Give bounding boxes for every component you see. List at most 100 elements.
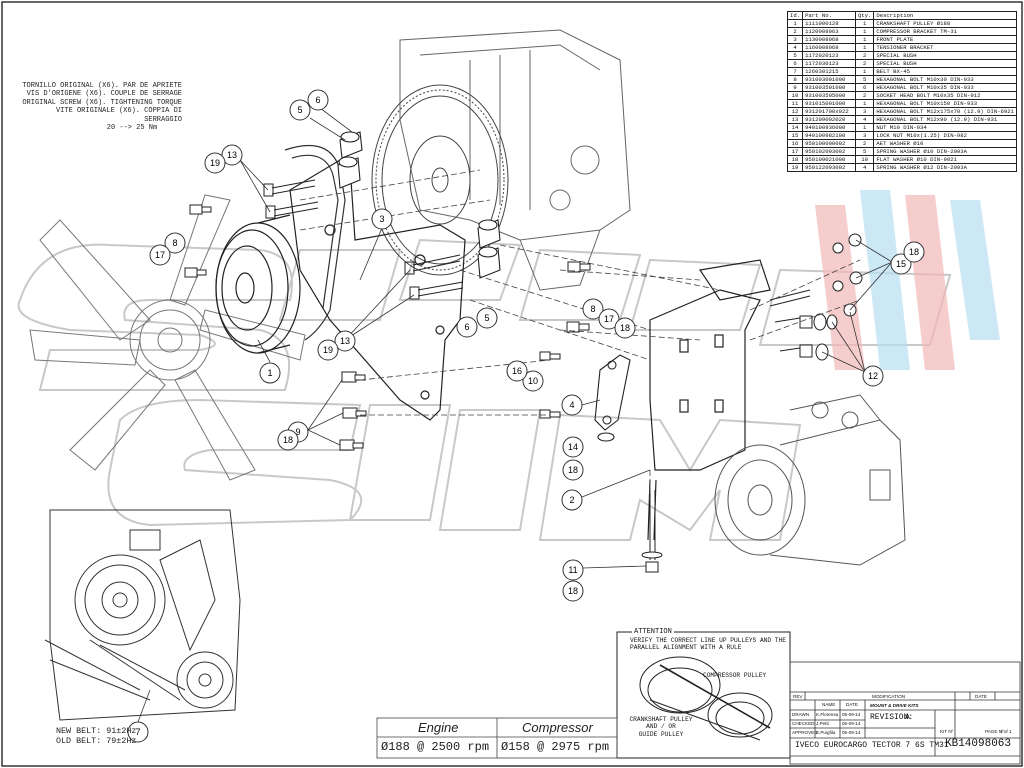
table-cell: 1: [854, 43, 875, 52]
table-cell: FRONT PLATE: [873, 35, 1017, 44]
table-cell: NUT M10 DIN-934: [873, 123, 1017, 132]
callout-14: 14: [562, 436, 584, 458]
table-cell: 17: [786, 147, 804, 156]
table-cell: HEXAGONAL BOLT M12x90 (12.9) DIN-931: [873, 115, 1017, 124]
table-cell: 18: [786, 155, 804, 164]
tb-drawn: DRAWN: [792, 712, 810, 717]
parts-table-header: Id. Part No. Qty. Description: [786, 11, 1017, 20]
table-cell: HEXAGONAL BOLT M10x150 DIN-933: [873, 99, 1017, 108]
table-cell: 2: [854, 59, 875, 68]
torque-note: TORNILLO ORIGINAL (X6). PAR DE APRIETE V…: [22, 82, 182, 133]
tb-drawn-date: 05-09-14: [842, 712, 861, 717]
cooling-fan: [29, 194, 306, 481]
tb-kit-label: KIT Nº: [940, 729, 954, 734]
table-cell: 4: [786, 43, 804, 52]
callout-15: 15: [849, 239, 912, 311]
callout-3: 3: [359, 208, 393, 281]
table-cell: 1: [854, 35, 875, 44]
table-cell: SOCKET HEAD BOLT M10x35 DIN-912: [873, 91, 1017, 100]
crankshaft-pulley-label: CRANKSHAFT PULLEY AND / OR GUIDE PULLEY: [629, 716, 693, 738]
callout-1-label: 1: [267, 368, 272, 378]
svg-text:18: 18: [568, 465, 578, 475]
table-cell: TENSIONER BRACKET: [873, 43, 1017, 52]
table-cell: 1130008068: [802, 35, 856, 44]
tb-vehicle: IVECO EUROCARGO TECTOR 7 6S TM31: [795, 741, 949, 750]
crankshaft-damper: [371, 84, 509, 276]
callout-17: 17 17: [149, 244, 620, 330]
table-cell: 1172030123: [802, 59, 856, 68]
watermark-color-bars: [815, 190, 1000, 370]
inset-front-view: [44, 509, 241, 721]
table-cell: 12: [786, 107, 804, 116]
attention-sketch: [616, 631, 791, 759]
svg-text:18: 18: [909, 247, 919, 257]
table-cell: 931209002020: [802, 115, 856, 124]
svg-text:16: 16: [512, 366, 522, 376]
engine-block: [399, 29, 631, 291]
table-cell: 2: [786, 27, 804, 36]
callout-12: 12: [821, 311, 884, 387]
svg-text:13: 13: [227, 150, 237, 160]
table-cell: HEXAGONAL BOLT M10x30 DIN-933: [873, 75, 1017, 84]
table-cell: 2: [854, 139, 875, 148]
attention-title: ATTENTION: [632, 628, 674, 636]
svg-text:18: 18: [283, 435, 293, 445]
table-cell: 1111000128: [802, 19, 856, 28]
tb-approved-name: E.Puigfila: [816, 730, 836, 735]
compressor-speed: Ø158 @ 2975 rpm: [501, 740, 610, 754]
callout-13: 13 13: [221, 144, 415, 352]
table-cell: 5: [854, 147, 875, 156]
compressor-pulley-label: COMPRESSOR PULLEY: [703, 672, 767, 679]
table-cell: SPRING WASHER Ø12 DIN-2093A: [873, 163, 1017, 172]
callout-10: 10: [522, 370, 544, 392]
table-cell: 1120008063: [802, 27, 856, 36]
table-cell: 13: [786, 115, 804, 124]
table-cell: 1172020123: [802, 51, 856, 60]
svg-text:17: 17: [604, 314, 614, 324]
svg-text:12: 12: [868, 371, 878, 381]
svg-text:18: 18: [568, 586, 578, 596]
table-cell: 8: [786, 75, 804, 84]
svg-text:5: 5: [484, 313, 489, 323]
callout-19: 19 19: [204, 152, 339, 361]
table-cell: 931003501000: [802, 83, 856, 92]
long-bolt-11: [641, 490, 663, 573]
tb-approved-date: 05-09-14: [842, 730, 861, 735]
tb-checked-date: 05-09-14: [842, 721, 861, 726]
table-cell: 2: [854, 51, 875, 60]
svg-text:17: 17: [155, 250, 165, 260]
table-cell: 2: [854, 91, 875, 100]
tb-rev: REV: [793, 694, 803, 699]
table-cell: 1: [854, 27, 875, 36]
callout-18: 18 18 18 18 18: [277, 241, 925, 602]
svg-text:8: 8: [590, 304, 595, 314]
svg-text:18: 18: [620, 323, 630, 333]
assembly-lines: [299, 169, 861, 500]
table-cell: 6: [786, 59, 804, 68]
table-cell: 11: [786, 99, 804, 108]
table-cell: 950109021000: [802, 155, 856, 164]
svg-text:15: 15: [896, 259, 906, 269]
tb-company: MOUNT & DRIVE KITS: [870, 703, 919, 708]
tb-checked-name: J.Petit: [816, 721, 829, 726]
table-cell: 1: [854, 67, 875, 76]
table-cell: 1: [786, 19, 804, 28]
table-cell: BELT BX-45: [873, 67, 1017, 76]
callout-7: 7: [127, 689, 151, 743]
callout-11: 11: [562, 559, 647, 581]
tb-revision-label: REVISION:: [870, 713, 914, 722]
